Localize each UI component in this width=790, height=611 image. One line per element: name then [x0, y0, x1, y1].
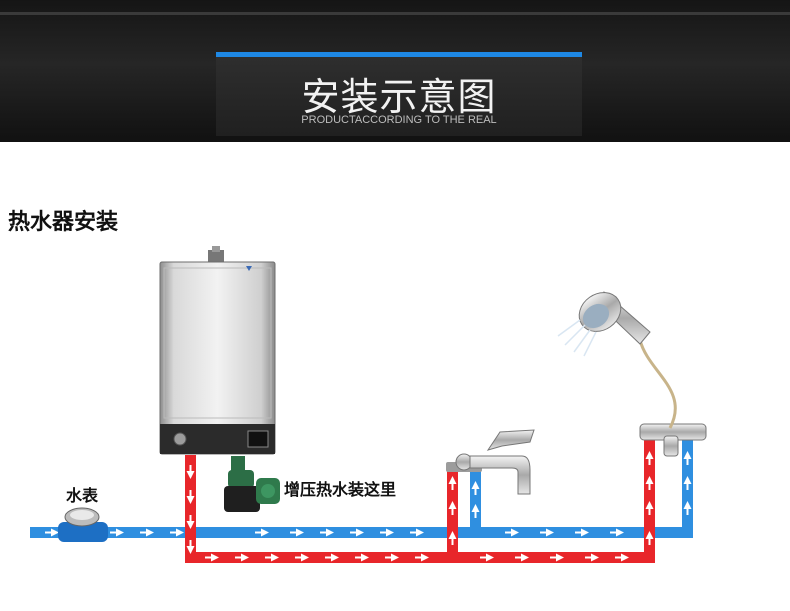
faucet: [446, 430, 534, 494]
cold-main-pipe: [30, 527, 693, 538]
water-heater: [160, 246, 275, 454]
water-meter-label: 水表: [66, 482, 98, 506]
pump-note-label: 增压热水装这里: [284, 476, 396, 500]
cold-riser-faucet: [470, 470, 481, 532]
booster-pump: [224, 456, 280, 512]
shower-set: [558, 285, 706, 456]
water-meter: [58, 508, 108, 542]
